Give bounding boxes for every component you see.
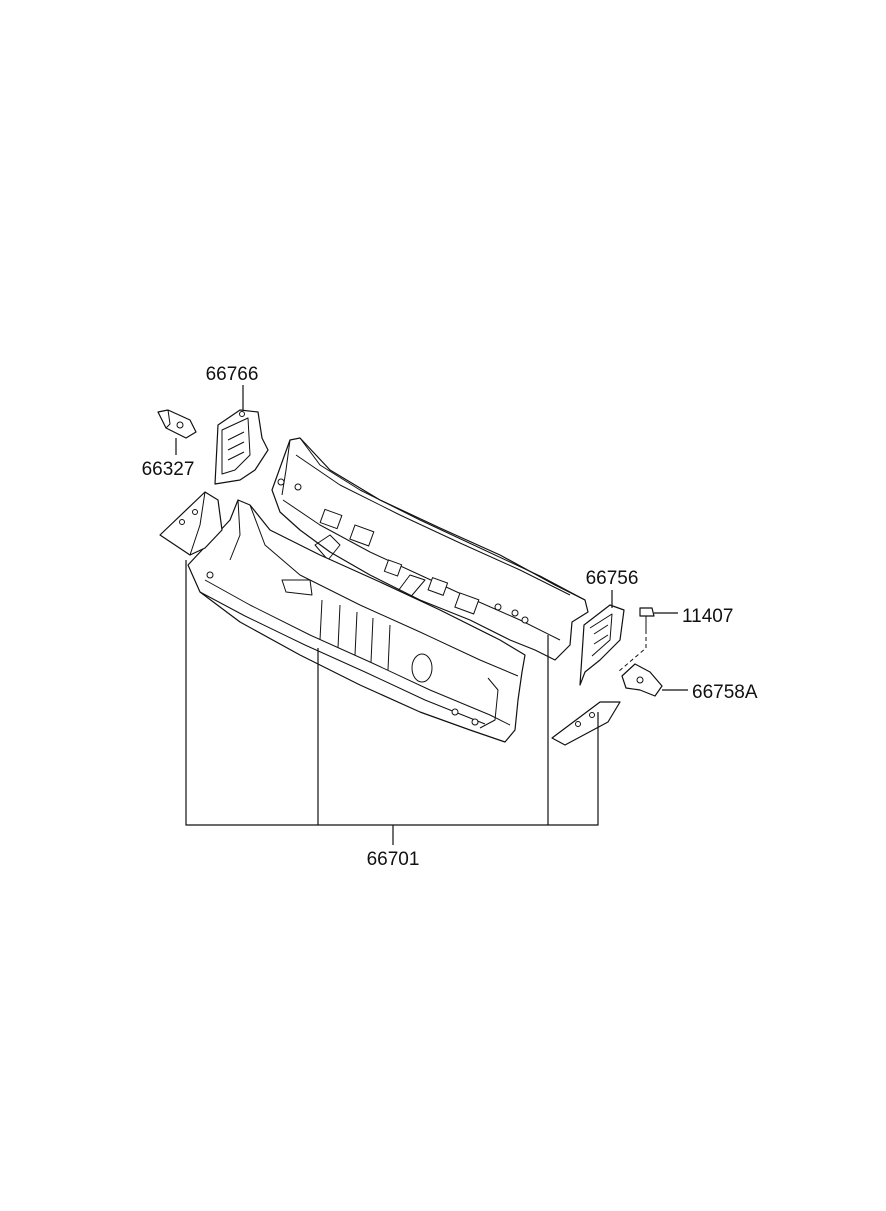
- leader-lines: [175, 385, 688, 845]
- part-66758a-bracket: [621, 663, 663, 697]
- label-66756: 66756: [586, 568, 639, 589]
- right-lower-extension: [551, 701, 621, 746]
- part-66756-bracket: [579, 604, 625, 686]
- part-66327-bracket: [157, 409, 197, 439]
- label-66766: 66766: [206, 364, 259, 385]
- part-66766-bracket: [214, 409, 269, 485]
- part-11407-bolt: [617, 607, 655, 673]
- left-lower-extension: [159, 491, 223, 556]
- lower-cowl-panel: [187, 499, 526, 743]
- label-66327: 66327: [142, 459, 195, 480]
- label-11407: 11407: [682, 606, 733, 627]
- label-66701: 66701: [367, 849, 420, 870]
- label-66758a: 66758A: [692, 682, 758, 703]
